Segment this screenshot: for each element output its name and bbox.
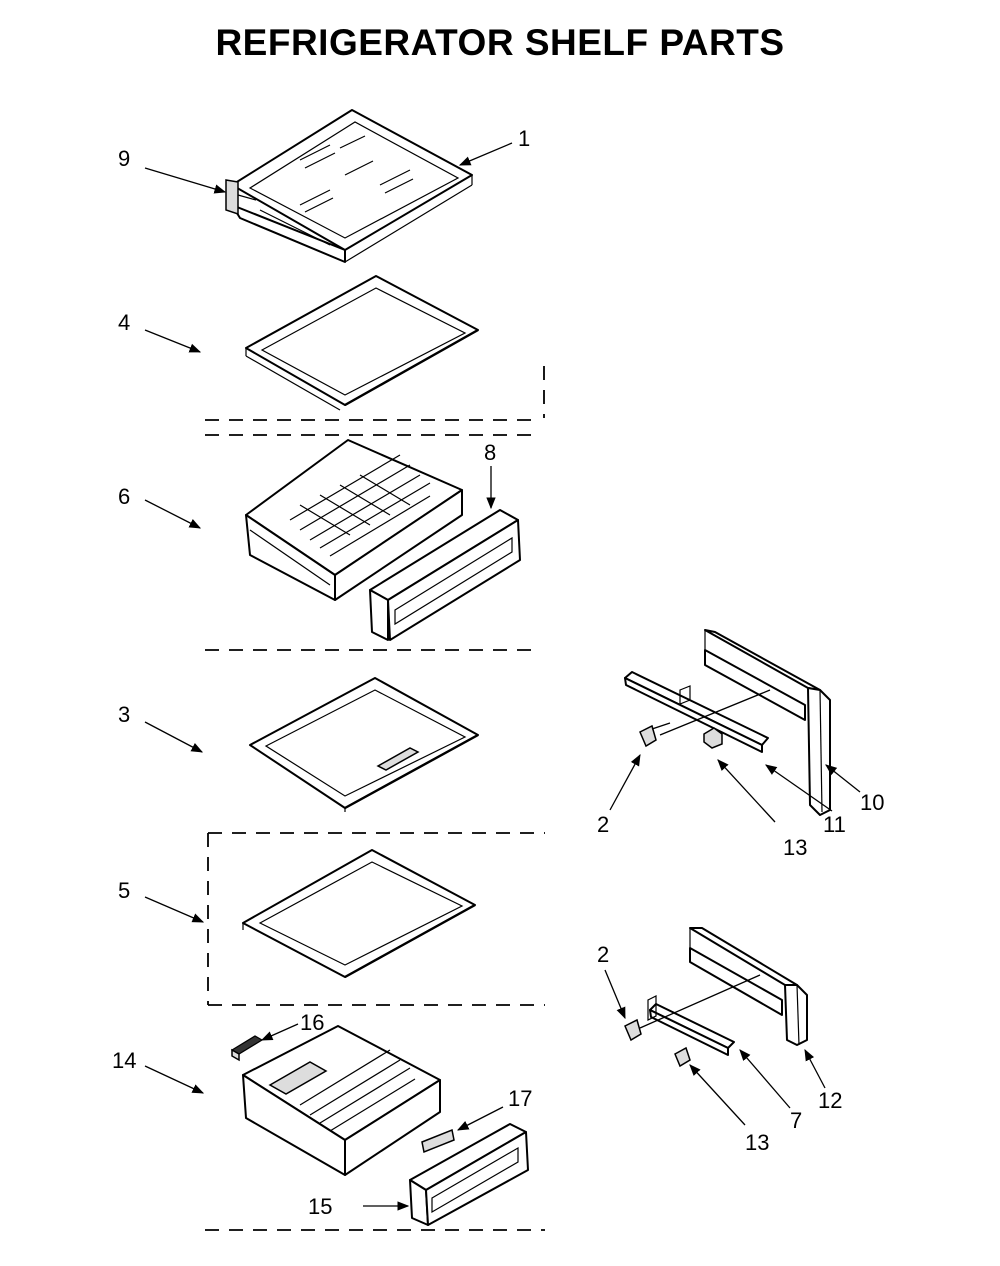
- callout-4: 4: [118, 310, 130, 335]
- callout-13-lower: 13: [745, 1130, 769, 1155]
- callout-5: 5: [118, 878, 130, 903]
- callout-14: 14: [112, 1048, 136, 1073]
- part-2-screw-lower[interactable]: [624, 1018, 642, 1042]
- part-2-screw-upper[interactable]: [639, 722, 671, 748]
- part-13-screw-lower[interactable]: [674, 1046, 691, 1068]
- callout-15: 15: [308, 1194, 332, 1219]
- callout-9: 9: [118, 146, 130, 171]
- part-11-drawer-rail[interactable]: [624, 671, 769, 753]
- callout-8: 8: [484, 440, 496, 465]
- callout-labels: 1 9 4 6 8 3 5 16 14 17 15 10 11 2 13 2 1…: [112, 126, 884, 1219]
- callout-12: 12: [818, 1088, 842, 1113]
- callout-1: 1: [518, 126, 530, 151]
- part-12-drawer-cover-front[interactable]: [689, 927, 808, 1046]
- part-8-crisper-drawer-front[interactable]: [369, 509, 521, 641]
- callout-2-upper: 2: [597, 812, 609, 837]
- assembly-guide-line: [659, 689, 771, 736]
- part-14-deli-drawer[interactable]: [242, 1025, 441, 1176]
- callout-11: 11: [823, 812, 846, 837]
- part-4-glass-shelf[interactable]: [245, 275, 479, 411]
- part-6-crisper-drawer[interactable]: [245, 439, 463, 601]
- callout-13-upper: 13: [783, 835, 807, 860]
- dashed-outline-shelf-4: [205, 366, 545, 436]
- part-1-glass-shelf-assembly[interactable]: [231, 109, 473, 263]
- callout-7: 7: [790, 1108, 802, 1133]
- callout-17: 17: [508, 1086, 532, 1111]
- part-9-shelf-side-bracket[interactable]: [225, 179, 257, 216]
- callout-3: 3: [118, 702, 130, 727]
- part-15-deli-drawer-front[interactable]: [409, 1123, 529, 1226]
- page-title: REFRIGERATOR SHELF PARTS: [215, 22, 785, 63]
- part-16-drawer-slide[interactable]: [230, 1035, 264, 1062]
- callout-6: 6: [118, 484, 130, 509]
- leader-arrows: [144, 142, 861, 1211]
- part-3-glass-shelf[interactable]: [249, 677, 479, 812]
- callout-16: 16: [300, 1010, 324, 1035]
- dashed-outline-shelf-3: [207, 832, 545, 1006]
- callout-10: 10: [860, 790, 884, 815]
- part-13-nut-upper[interactable]: [703, 727, 723, 749]
- part-5-glass-shelf[interactable]: [242, 849, 476, 979]
- callout-2-lower: 2: [597, 942, 609, 967]
- part-10-drawer-cover-front[interactable]: [704, 629, 831, 816]
- part-17-drawer-label[interactable]: [421, 1128, 455, 1154]
- assembly-guide-line-lower: [639, 974, 761, 1029]
